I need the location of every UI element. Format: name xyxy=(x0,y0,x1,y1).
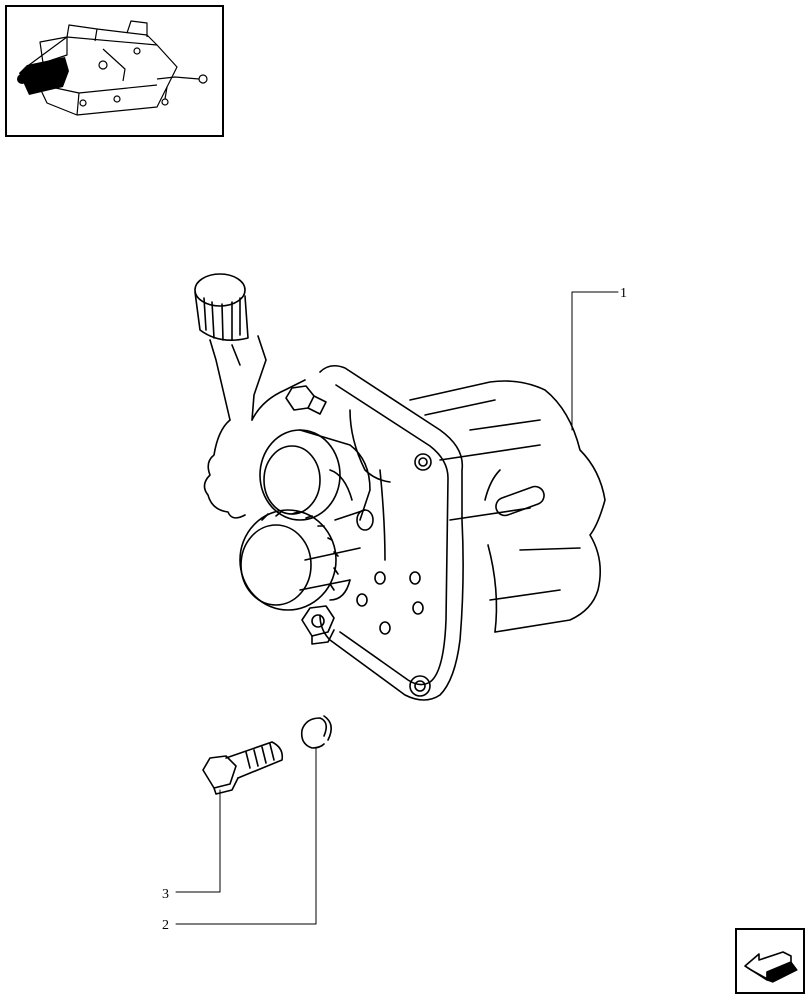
callout-1: 1 xyxy=(620,286,627,301)
next-page-arrow-icon[interactable] xyxy=(735,928,805,994)
callout-3: 3 xyxy=(162,887,169,902)
lower-knurled-cap[interactable] xyxy=(239,509,374,611)
top-bolt[interactable] xyxy=(285,385,327,415)
leader-lines xyxy=(175,291,619,925)
upper-gear-hub[interactable] xyxy=(259,429,371,521)
control-lever[interactable] xyxy=(194,273,306,519)
assembly-thumbnail[interactable] xyxy=(5,5,224,137)
callout-2: 2 xyxy=(162,918,169,933)
pump-front-plate[interactable] xyxy=(319,364,464,701)
hex-bolt[interactable] xyxy=(202,741,284,795)
pump-body[interactable] xyxy=(409,380,606,633)
hex-nut[interactable] xyxy=(301,605,335,645)
circlip[interactable] xyxy=(300,715,332,749)
